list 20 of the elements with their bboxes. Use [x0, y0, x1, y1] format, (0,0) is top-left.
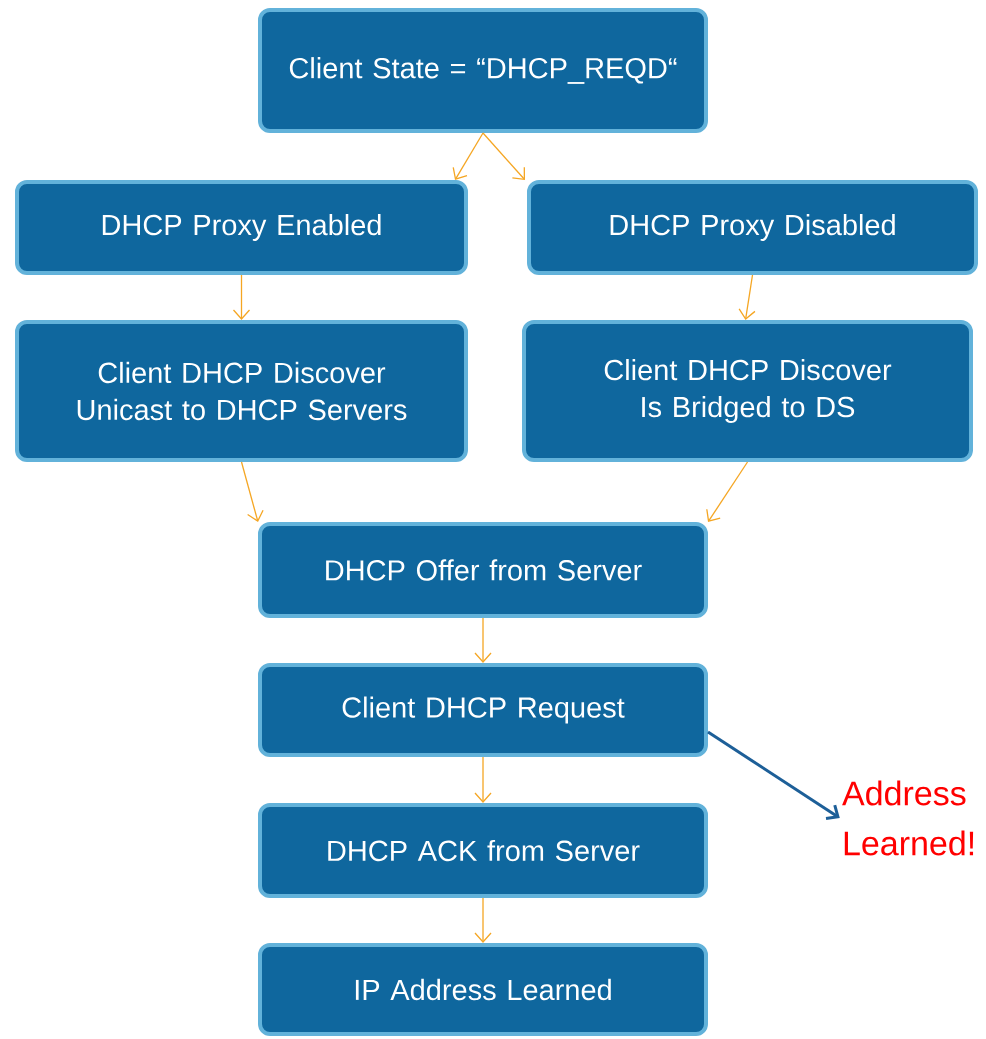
process-box: DHCP Proxy Disabled [527, 180, 978, 275]
callout-text: Address Learned! [842, 780, 974, 856]
arrow [482, 132, 525, 180]
arrow [452, 132, 484, 180]
arrow [738, 274, 756, 320]
arrow [474, 756, 492, 803]
arrow [707, 730, 840, 821]
process-box: DHCP Proxy Enabled [15, 180, 468, 275]
arrow [240, 461, 264, 522]
process-box: Client DHCP Discover Is Bridged to DS [522, 320, 973, 462]
arrow [706, 461, 749, 522]
arrow [232, 274, 251, 320]
process-box: Client State = “DHCP_REQD“ [258, 8, 708, 133]
process-box: Client DHCP Request [258, 663, 708, 757]
process-box: Client DHCP Discover Unicast to DHCP Servers [15, 320, 468, 462]
arrow [474, 617, 492, 663]
process-box: DHCP ACK from Server [258, 803, 708, 898]
process-box: DHCP Offer from Server [258, 522, 708, 618]
process-box: IP Address Learned [258, 943, 708, 1036]
arrow [474, 897, 492, 943]
